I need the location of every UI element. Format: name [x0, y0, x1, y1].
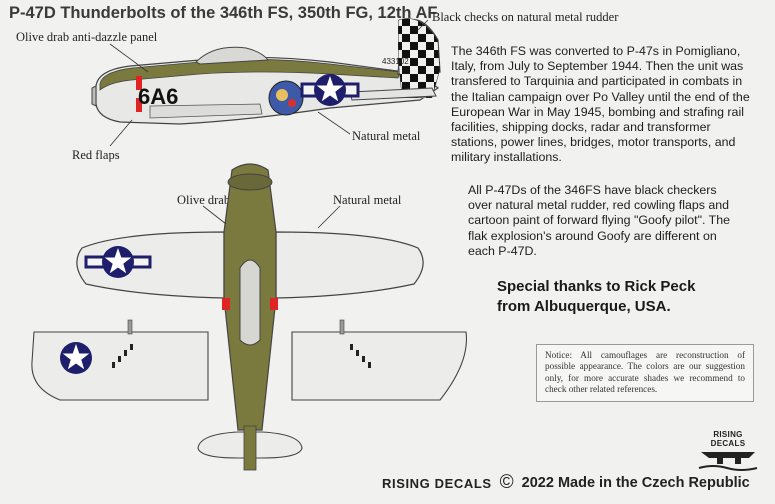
thanks-line-2: from Albuquerque, USA.	[497, 298, 671, 315]
label-natural-metal-top: Natural metal	[333, 193, 402, 207]
page-title: P-47D Thunderbolts of the 346th FS, 350t…	[9, 4, 438, 22]
footer-brand: RISING DECALS	[382, 475, 492, 491]
underside-wing-right	[291, 319, 468, 401]
logo-text: RISING DECALS	[710, 430, 746, 448]
logo-plane-icon	[698, 452, 758, 471]
copyright-icon: ©	[499, 472, 514, 493]
label-natural-metal-side: Natural metal	[352, 129, 421, 143]
footer: RISING DECALS © 2022 Made in the Czech R…	[382, 472, 750, 494]
footer-year-origin: 2022 Made in the Czech Republic	[521, 475, 750, 491]
thanks-block: Special thanks to Rick Peck from Albuque…	[497, 277, 695, 317]
label-olive-drab: Olive drab	[177, 193, 231, 207]
history-paragraph: The 346th FS was converted to P-47s in P…	[451, 44, 750, 165]
label-rudder-checks: Black checks on natural metal rudder	[432, 10, 619, 24]
label-red-flaps: Red flaps	[72, 148, 120, 162]
side-view-profile: 433102 6A6	[91, 18, 441, 147]
side-serial-number: 433102	[382, 57, 409, 66]
rising-decals-logo: RISING DECALS	[695, 430, 761, 474]
top-view-plan	[76, 163, 424, 471]
notice-box: Notice: All camouflages are reconstructi…	[536, 344, 754, 402]
side-anti-dazzle-panel	[99, 59, 401, 91]
side-code-letters: 6A6	[138, 84, 178, 109]
label-anti-dazzle-panel: Olive drab anti-dazzle panel	[16, 30, 158, 44]
thanks-line-1: Special thanks to Rick Peck	[497, 278, 696, 295]
markings-paragraph: All P-47Ds of the 346FS have black check…	[468, 183, 731, 258]
underside-wing-left	[31, 319, 209, 401]
